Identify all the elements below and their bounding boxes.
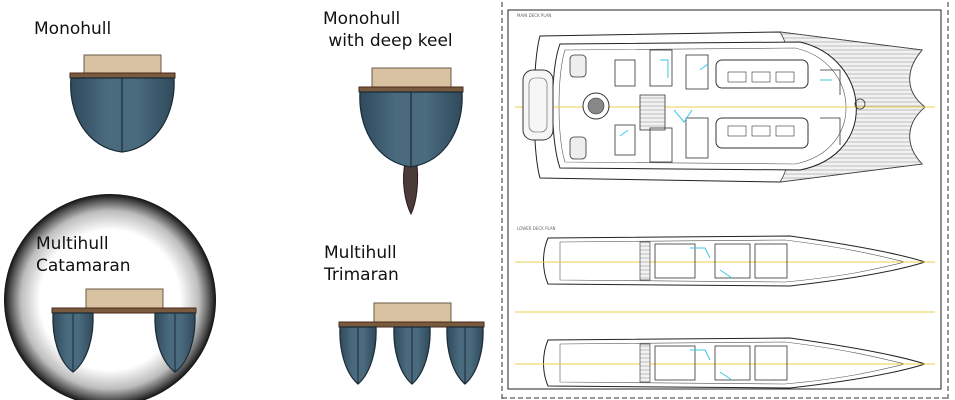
keel-monohull-deck — [358, 86, 464, 93]
trimaran-label-line1: Multihull — [324, 243, 397, 263]
catamaran-label-line2: Catamaran — [36, 256, 131, 276]
trimaran-label-line2: Trimaran — [324, 265, 399, 285]
main-deck-plan — [515, 31, 935, 183]
monohull-deck — [69, 72, 176, 79]
monohull-cabin — [83, 54, 162, 75]
monohull-label: Monohull — [34, 19, 112, 39]
deep-keel — [403, 157, 419, 216]
trimaran-illustration — [338, 302, 485, 385]
catamaran-label-line1: Multihull — [36, 234, 109, 254]
lower-deck-plan — [515, 235, 935, 389]
monohull-keel-illustration — [358, 67, 464, 216]
lower-deck-plan-title: LOWER DECK PLAN — [517, 226, 556, 231]
catamaran-illustration — [51, 288, 197, 373]
trimaran-cabin — [373, 302, 452, 324]
monohull-illustration — [69, 54, 176, 153]
deck-plan-panel: MAIN DECK PLAN LOWER DECK PLAN — [501, 2, 949, 400]
monohull-keel-label-line1: Monohull — [323, 9, 401, 29]
trimaran-deck — [338, 321, 485, 328]
catamaran-cabin — [85, 288, 164, 310]
monohull-keel-label-line2: with deep keel — [323, 31, 453, 51]
main-deck-plan-title: MAIN DECK PLAN — [517, 13, 551, 18]
keel-monohull-cabin — [371, 67, 452, 89]
catamaran-deck — [51, 307, 197, 314]
